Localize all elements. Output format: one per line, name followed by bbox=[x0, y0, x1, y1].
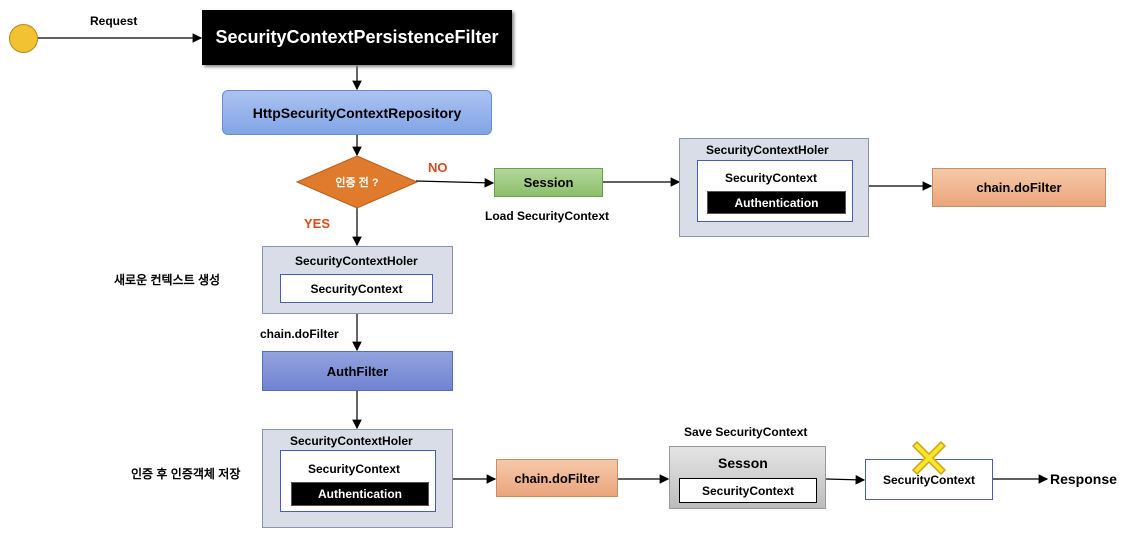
chain-dofilter-label: chain.doFilter bbox=[260, 327, 339, 341]
save-after-auth-label: 인증 후 인증객체 저장 bbox=[131, 467, 241, 481]
sesson-security-context: SecurityContext bbox=[679, 478, 817, 503]
top-context-label: SecurityContext bbox=[725, 171, 818, 185]
bottom-chain-dofilter: chain.doFilter bbox=[496, 459, 618, 497]
top-authentication: Authentication bbox=[707, 191, 846, 214]
request-label: Request bbox=[90, 14, 138, 28]
bottom-context-label: SecurityContext bbox=[308, 462, 401, 476]
new-context-label: 새로운 컨텍스트 생성 bbox=[114, 273, 221, 287]
response-label: Response bbox=[1050, 471, 1117, 487]
session-box: Session bbox=[494, 168, 603, 197]
mid-security-context: SecurityContext bbox=[280, 274, 433, 303]
cross-icon bbox=[912, 441, 946, 475]
bottom-holder-title: SecurityContextHoler bbox=[290, 434, 413, 448]
top-chain-dofilter: chain.doFilter bbox=[932, 168, 1106, 207]
start-node bbox=[9, 24, 38, 53]
cleared-security-context: SecurityContext bbox=[865, 459, 993, 500]
save-context-label: Save SecurityContext bbox=[684, 425, 808, 439]
no-arrow bbox=[415, 177, 495, 188]
load-context-label: Load SecurityContext bbox=[485, 209, 610, 223]
mid-holder-title: SecurityContextHoler bbox=[295, 254, 418, 268]
repository-box: HttpSecurityContextRepository bbox=[222, 90, 492, 135]
sesson-title: Sesson bbox=[718, 455, 768, 471]
top-holder-title: SecurityContextHoler bbox=[706, 143, 829, 157]
sesson-to-context-arrow bbox=[825, 474, 866, 485]
auth-filter-box: AuthFilter bbox=[262, 351, 453, 391]
decision-label: 인증 전 ? bbox=[335, 177, 379, 189]
yes-label: YES bbox=[304, 216, 331, 231]
bottom-authentication: Authentication bbox=[291, 482, 429, 506]
no-label: NO bbox=[428, 160, 448, 175]
persistence-filter-box: SecurityContextPersistenceFilter bbox=[202, 10, 512, 65]
decision-diamond bbox=[296, 155, 418, 209]
